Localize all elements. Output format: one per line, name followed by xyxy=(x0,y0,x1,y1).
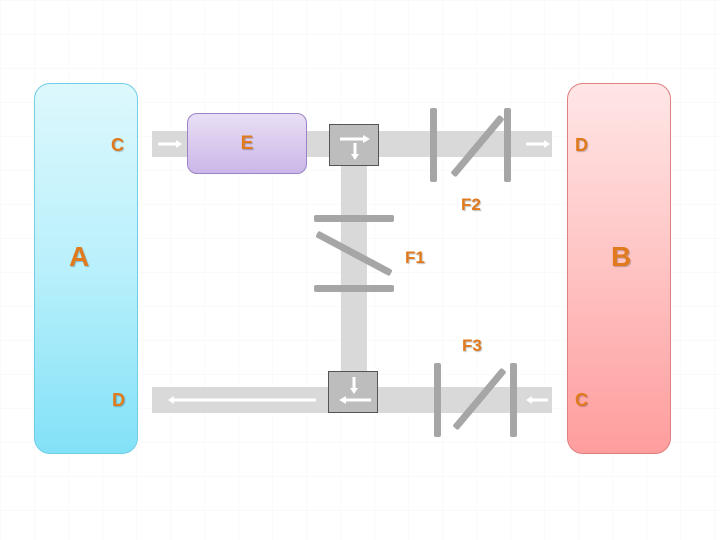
panel-b-port-c-label: C xyxy=(575,390,588,410)
f3-left-plate xyxy=(434,363,441,437)
split-arrow-icon xyxy=(340,135,370,160)
f1-top-plate xyxy=(314,215,394,222)
f2-label: F2 xyxy=(461,195,481,214)
merge-arrow-icon xyxy=(339,377,371,404)
f3-right-plate xyxy=(510,363,517,437)
panel-b xyxy=(567,83,671,454)
bottom-junction-switch xyxy=(328,371,378,413)
f1-bottom-plate xyxy=(314,285,394,292)
box-e-label: E xyxy=(240,133,254,154)
f2-left-plate xyxy=(430,108,437,182)
panel-b-port-d-label: D xyxy=(575,135,588,155)
panel-a-port-c-label: C xyxy=(111,135,124,155)
f1-label: F1 xyxy=(405,248,425,267)
box-e: E xyxy=(187,113,307,174)
panel-a xyxy=(34,83,138,454)
panel-b-label: B xyxy=(611,241,632,272)
panel-a-port-d-label: D xyxy=(112,390,125,410)
f3-label: F3 xyxy=(462,336,482,355)
vertical-beam xyxy=(341,157,367,387)
top-junction-switch xyxy=(329,124,379,166)
panel-a-label: A xyxy=(69,241,90,272)
f2-right-plate xyxy=(504,108,511,182)
